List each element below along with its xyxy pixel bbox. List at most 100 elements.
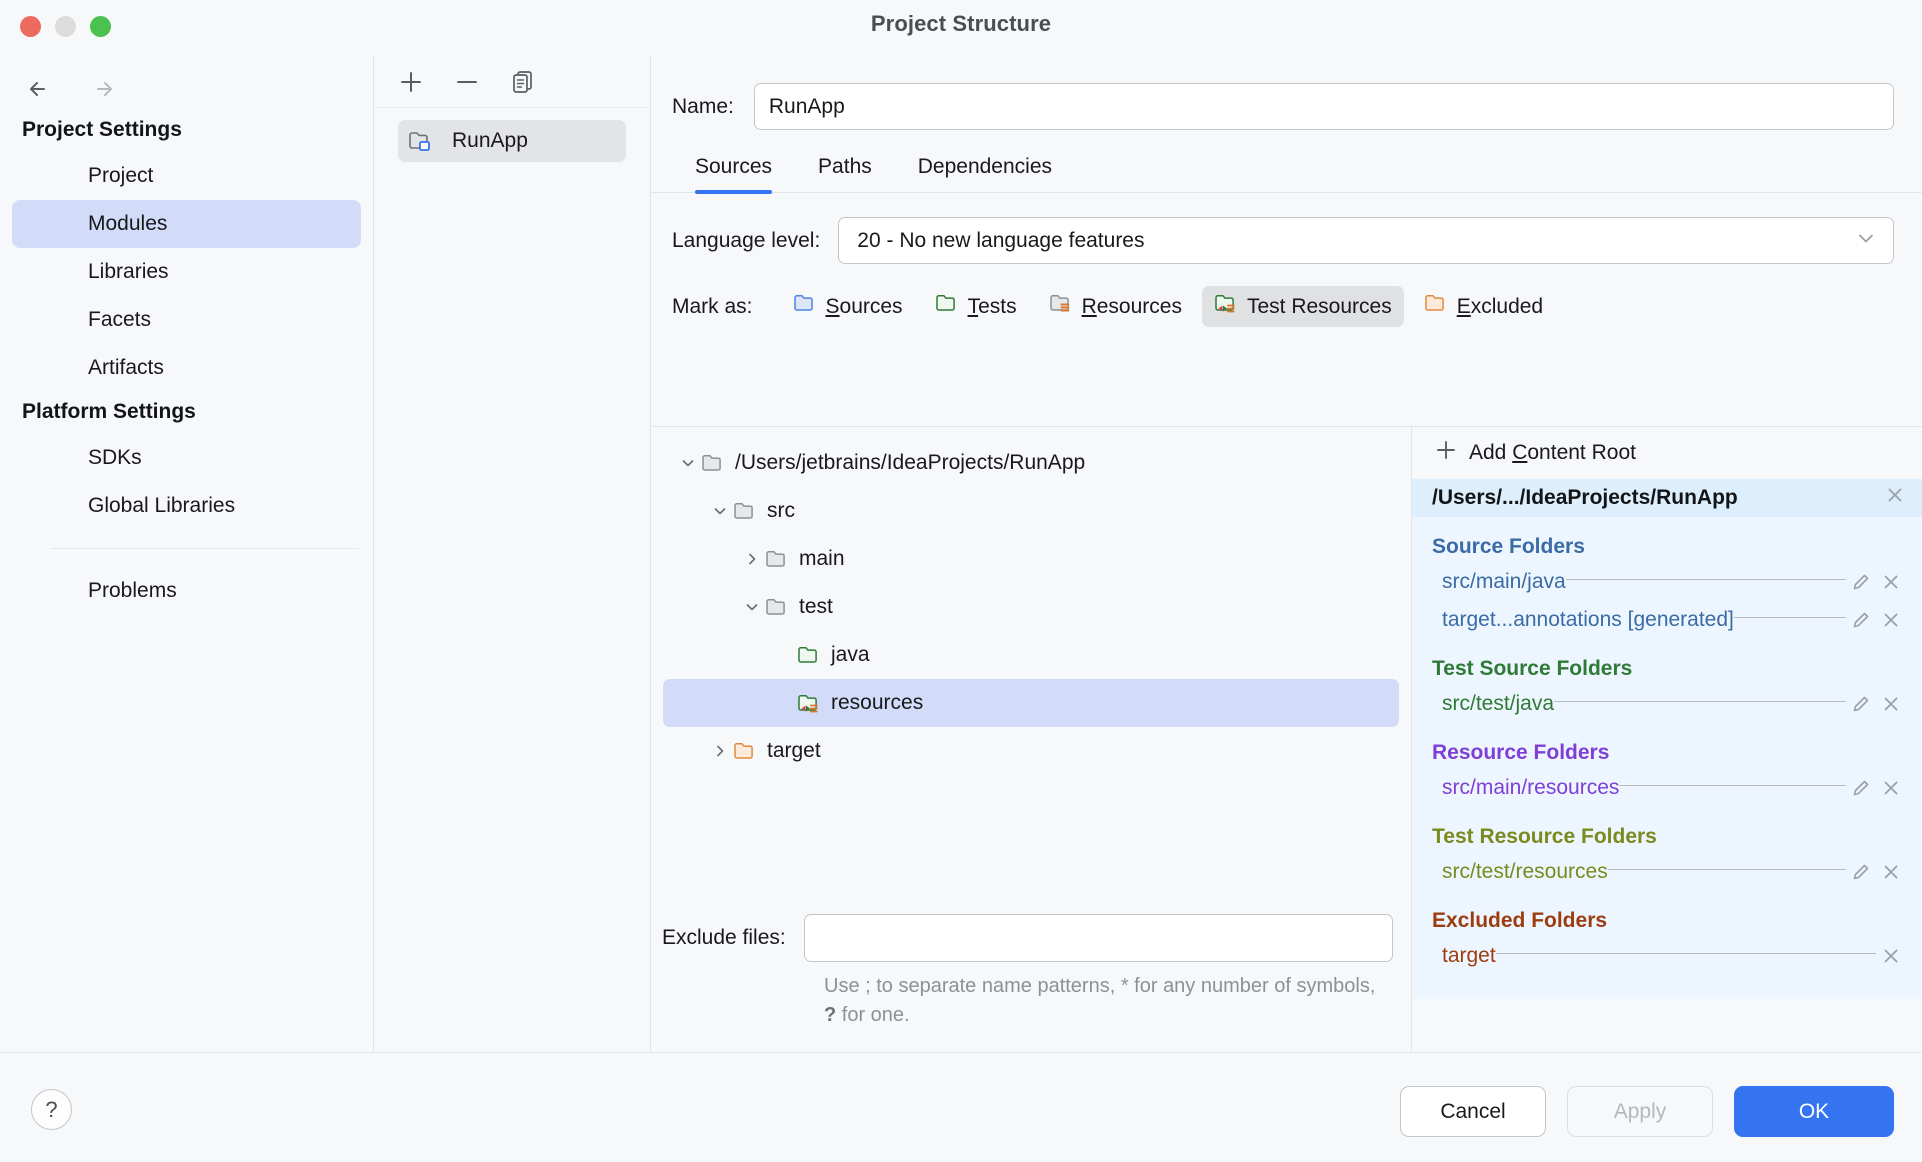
folder-tests-icon <box>935 293 960 320</box>
mark-as-test-resources-label: Test Resources <box>1246 294 1392 318</box>
traffic-lights <box>20 16 111 37</box>
folder-sources-icon <box>793 293 818 320</box>
folder-excluded-icon <box>733 741 758 762</box>
tab-sources[interactable]: Sources <box>672 155 795 194</box>
content-tree-pane: /Users/jetbrains/IdeaProjects/RunApp src… <box>651 427 1412 1052</box>
copy-module-button[interactable] <box>508 67 538 97</box>
root-folder-item[interactable]: src/main/resources <box>1412 769 1922 807</box>
minimize-window-button[interactable] <box>55 16 76 37</box>
tree-row-test[interactable]: test <box>663 583 1399 631</box>
add-content-root-button[interactable]: Add Content Root <box>1412 427 1922 479</box>
sidebar-item-sdks[interactable]: SDKs <box>88 446 142 469</box>
tab-dependencies[interactable]: Dependencies <box>917 155 1053 178</box>
tree-row-label: java <box>831 643 870 666</box>
mark-as-tests-button[interactable]: Tests <box>923 286 1029 327</box>
ok-button[interactable]: OK <box>1734 1086 1894 1137</box>
mark-as-row: Mark as: Sources Tests <box>651 264 1922 327</box>
tree-row-resources[interactable]: resources <box>663 679 1399 727</box>
root-folder-item[interactable]: src/main/java <box>1412 563 1922 601</box>
chevron-right-icon[interactable] <box>707 742 733 760</box>
folder-test-resources-icon <box>1214 293 1239 320</box>
tree-row-java[interactable]: java <box>663 631 1399 679</box>
remove-folder-icon[interactable] <box>1876 861 1906 883</box>
sidebar-item-libraries[interactable]: Libraries <box>88 260 169 283</box>
edit-pencil-icon[interactable] <box>1846 693 1876 715</box>
sidebar-item-problems[interactable]: Problems <box>88 579 177 602</box>
mark-as-test-resources-button[interactable]: Test Resources <box>1201 286 1404 327</box>
exclude-files-input[interactable] <box>803 914 1393 962</box>
settings-sidebar: Project Settings Project Modules Librari… <box>0 56 374 1052</box>
remove-folder-icon[interactable] <box>1876 693 1906 715</box>
chevron-down-icon[interactable] <box>739 598 765 616</box>
edit-pencil-icon[interactable] <box>1846 777 1876 799</box>
remove-folder-icon[interactable] <box>1876 571 1906 593</box>
add-content-root-post: ontent Root <box>1527 441 1636 464</box>
folder-plain-icon <box>733 501 758 522</box>
mark-as-resources-mnemonic: R <box>1081 294 1097 318</box>
apply-button[interactable]: Apply <box>1567 1086 1713 1137</box>
edit-pencil-icon[interactable] <box>1846 609 1876 631</box>
mark-as-sources-button[interactable]: Sources <box>781 286 915 327</box>
remove-folder-icon[interactable] <box>1876 945 1906 967</box>
dialog-footer: ? Cancel Apply OK <box>0 1052 1922 1162</box>
folder-test-resources-icon <box>797 693 822 714</box>
remove-module-button[interactable] <box>452 67 482 97</box>
add-content-root-pre: Add <box>1469 441 1513 464</box>
tree-row-label: target <box>767 739 821 762</box>
content-root-path: /Users/.../IdeaProjects/RunApp <box>1432 486 1738 509</box>
language-level-row: Language level: 20 - No new language fea… <box>651 193 1922 264</box>
mark-as-excluded-mnemonic: E <box>1456 294 1471 318</box>
content-tree: /Users/jetbrains/IdeaProjects/RunApp src… <box>651 427 1411 775</box>
back-arrow-icon[interactable] <box>22 72 56 106</box>
tree-row-src[interactable]: src <box>663 487 1399 535</box>
module-list-item-runapp[interactable]: RunApp <box>398 120 626 162</box>
root-folder-item[interactable]: src/test/java <box>1412 685 1922 723</box>
content-root-block: /Users/.../IdeaProjects/RunApp Source Fo… <box>1412 479 1922 999</box>
mark-as-tests-label: ests <box>978 294 1017 318</box>
chevron-right-icon[interactable] <box>739 550 765 568</box>
add-module-button[interactable] <box>396 67 426 97</box>
sidebar-item-artifacts[interactable]: Artifacts <box>88 356 164 379</box>
close-window-button[interactable] <box>20 16 41 37</box>
tree-row-content-root[interactable]: /Users/jetbrains/IdeaProjects/RunApp <box>663 439 1399 487</box>
edit-pencil-icon[interactable] <box>1846 571 1876 593</box>
root-folder-item[interactable]: src/test/resources <box>1412 853 1922 891</box>
remove-content-root-icon[interactable] <box>1884 484 1906 512</box>
root-folder-item[interactable]: target...annotations [generated] <box>1412 601 1922 639</box>
content-root-header[interactable]: /Users/.../IdeaProjects/RunApp <box>1412 479 1922 517</box>
root-folder-path: src/test/java <box>1442 692 1555 715</box>
tree-row-main[interactable]: main <box>663 535 1399 583</box>
sidebar-item-global-libraries[interactable]: Global Libraries <box>88 494 236 517</box>
forward-arrow-icon[interactable] <box>86 72 120 106</box>
module-tabs: Sources Paths Dependencies <box>651 130 1922 194</box>
path-filler <box>1565 578 1846 580</box>
module-name-input[interactable]: RunApp <box>753 83 1894 130</box>
tab-paths[interactable]: Paths <box>818 155 872 178</box>
chevron-down-icon[interactable] <box>707 502 733 520</box>
exclude-hint-part2: for one. <box>836 1004 910 1026</box>
module-editor: Name: RunApp Sources Paths Dependencies … <box>651 56 1922 1052</box>
mark-as-resources-label: esources <box>1096 294 1182 318</box>
root-folder-item[interactable]: target <box>1412 937 1922 975</box>
help-button[interactable]: ? <box>31 1089 72 1130</box>
sidebar-item-modules[interactable]: Modules <box>12 200 361 248</box>
section-title-resource-folders: Resource Folders <box>1432 741 1610 764</box>
tree-row-label: src <box>767 499 795 522</box>
sidebar-item-facets[interactable]: Facets <box>88 308 152 331</box>
remove-folder-icon[interactable] <box>1876 777 1906 799</box>
language-level-select[interactable]: 20 - No new language features <box>838 217 1894 264</box>
edit-pencil-icon[interactable] <box>1846 861 1876 883</box>
cancel-button[interactable]: Cancel <box>1400 1086 1546 1137</box>
exclude-files-label: Exclude files: <box>662 926 786 949</box>
zoom-window-button[interactable] <box>90 16 111 37</box>
remove-folder-icon[interactable] <box>1876 609 1906 631</box>
language-level-value: 20 - No new language features <box>857 228 1145 252</box>
tree-row-label: resources <box>831 691 924 714</box>
mark-as-excluded-button[interactable]: Excluded <box>1412 286 1555 327</box>
sidebar-item-project[interactable]: Project <box>88 164 154 187</box>
mark-as-resources-button[interactable]: Resources <box>1037 286 1194 327</box>
root-folder-path: target <box>1442 944 1496 967</box>
chevron-down-icon[interactable] <box>675 454 701 472</box>
tree-row-target[interactable]: target <box>663 727 1399 775</box>
